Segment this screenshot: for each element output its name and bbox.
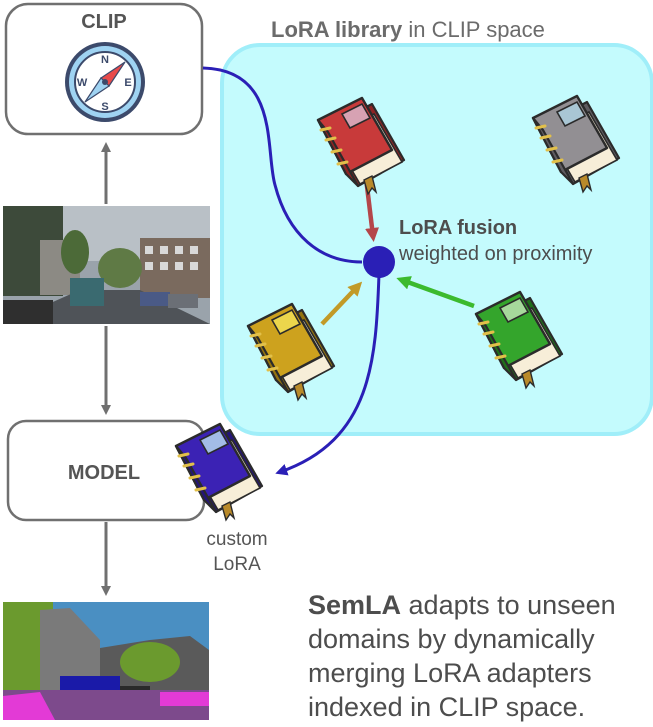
segmentation-map — [3, 602, 209, 720]
custom-lora-line2: LoRA — [213, 554, 261, 575]
fusion-to-custom-path — [275, 273, 381, 476]
caption-line-4: indexed in CLIP space. — [308, 692, 586, 722]
lora-library-title: LoRA library in CLIP space — [271, 17, 545, 42]
compass-icon: N S W E — [65, 42, 145, 122]
model-label: MODEL — [68, 462, 140, 484]
yellow-book-arrow — [320, 281, 363, 326]
clip-label: CLIP — [81, 11, 127, 33]
caption-bold: SemLA — [308, 590, 402, 620]
caption-line-1: SemLA adapts to unseen — [308, 590, 616, 620]
fusion-node — [363, 246, 395, 278]
custom-lora-line1: custom — [206, 529, 267, 550]
fusion-subtitle: weighted on proximity — [398, 243, 592, 265]
fusion-title: LoRA fusion — [399, 217, 517, 239]
caption-line-3: merging LoRA adapters — [308, 658, 592, 688]
svg-text:W: W — [77, 77, 88, 89]
svg-text:S: S — [101, 101, 108, 113]
caption-line-2: domains by dynamically — [308, 624, 595, 654]
semla-caption: SemLA adapts to unseen domains by dynami… — [308, 588, 653, 724]
green-book-arrow — [396, 276, 475, 309]
svg-text:N: N — [101, 54, 109, 66]
clip-to-fusion-path — [202, 66, 363, 264]
street-photo — [3, 206, 210, 324]
svg-text:E: E — [124, 77, 131, 89]
